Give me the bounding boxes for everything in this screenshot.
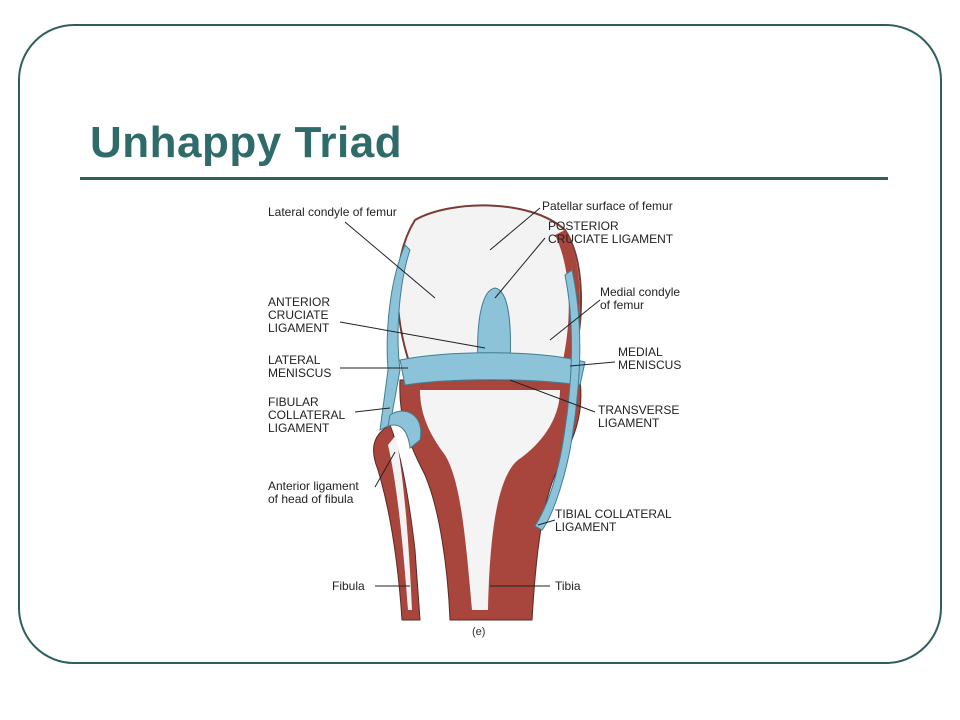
label-medial-meniscus: MEDIAL MENISCUS [618,345,682,372]
leader-lines [339,207,616,587]
lateral-ligament [379,244,411,431]
label-anterior-ligament-fibula: Anterior ligament of head of fibula [268,479,359,506]
menisci [399,352,586,386]
tibial-collateral-ligament [534,269,581,531]
label-lateral-meniscus: LATERAL MENISCUS [268,353,332,380]
label-lateral-condyle: Lateral condyle of femur [268,205,397,219]
label-medial-condyle: Medial condyle of femur [600,285,681,312]
label-fibular-collateral: FIBULAR COLLATERAL LIGAMENT [268,395,346,435]
label-fibula: Fibula [332,579,365,593]
title-underline [80,177,888,180]
label-patellar-surface: Patellar surface of femur [542,199,673,213]
figure-tag: (e) [472,626,486,638]
label-tibial-collateral: TIBIAL COLLATERAL LIGAMENT [555,507,672,534]
slide-title: Unhappy Triad [90,118,403,167]
fibular-collateral-ligament [387,410,422,449]
label-anterior-cruciate: ANTERIOR CRUCIATE LIGAMENT [268,295,331,335]
label-transverse-ligament: TRANSVERSE LIGAMENT [598,403,680,430]
label-tibia: Tibia [555,579,581,593]
label-posterior-cruciate: POSTERIOR CRUCIATE LIGAMENT [548,219,674,246]
slide-frame [18,24,942,664]
knee-anatomy-figure: Lateral condyle of femur Patellar surfac… [250,190,710,650]
knee-illustration [339,204,616,621]
